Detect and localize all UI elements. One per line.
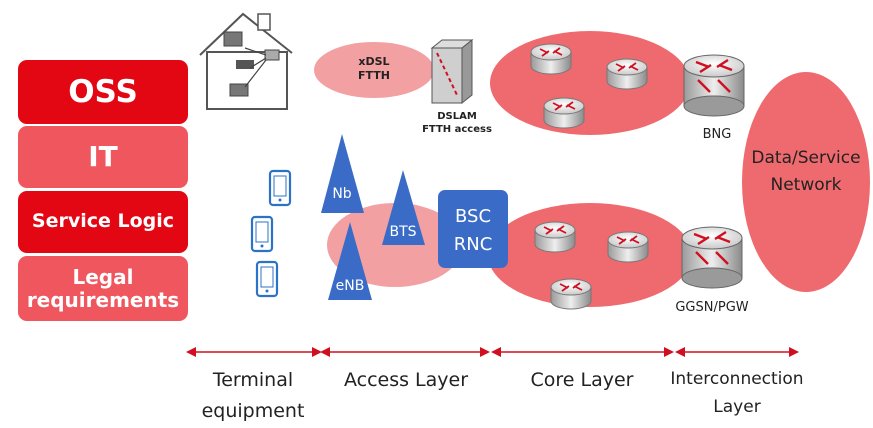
bng-router-icon — [682, 53, 746, 118]
ftth-label: FTTH — [358, 69, 390, 82]
core-router-icon — [607, 231, 649, 263]
bts-triangle — [382, 170, 425, 245]
ftth-access-label: FTTH access — [422, 124, 492, 135]
mobile-phone-icon — [250, 215, 274, 253]
bng-label: BNG — [703, 127, 732, 142]
arrow-head — [664, 347, 674, 357]
core-layer-label: Core Layer — [531, 369, 634, 391]
core-router-icon — [606, 58, 648, 90]
core-router-icon — [550, 278, 592, 310]
xdsl-ftth-link — [314, 42, 434, 98]
arrow-head — [491, 347, 501, 357]
layer-arrows — [186, 347, 799, 357]
legal-label-line1: Legal — [72, 265, 134, 290]
terminal-label-line1: Terminal — [212, 369, 293, 391]
arrow-head — [320, 347, 330, 357]
terminal-label-line2: equipment — [202, 400, 305, 422]
ggsn-pgw-label: GGSN/PGW — [675, 300, 748, 315]
enb-triangle — [328, 222, 372, 300]
dslam-label: DSLAM — [437, 111, 477, 122]
arrow-head — [675, 347, 685, 357]
network-label-line2: Network — [771, 175, 842, 195]
arrow-head — [186, 347, 196, 357]
ggsn-pgw-router-icon — [680, 225, 744, 290]
oss-box: OSS — [18, 60, 188, 124]
network-label-line1: Data/Service — [751, 148, 860, 168]
arrow-head — [312, 347, 322, 357]
bsc-rnc-box — [438, 190, 508, 268]
dslam-icon — [430, 38, 474, 105]
mobile-phone-icon — [268, 169, 292, 207]
core-router-icon — [534, 221, 576, 253]
data-service-network — [742, 72, 870, 292]
legal-requirements-box: Legal requirements — [18, 256, 188, 321]
rnc-label: RNC — [454, 234, 493, 255]
service-logic-label: Service Logic — [31, 210, 175, 233]
nb-triangle — [321, 134, 364, 213]
xdsl-label: xDSL — [358, 55, 389, 68]
core-router-icon — [543, 97, 585, 129]
it-label: IT — [88, 140, 118, 174]
core-router-icon — [530, 43, 572, 75]
oss-label: OSS — [68, 73, 138, 110]
legal-label-line2: requirements — [26, 287, 180, 312]
house-icon — [199, 12, 293, 110]
interconnection-label-line2: Layer — [713, 397, 760, 417]
bts-label: BTS — [389, 224, 416, 240]
bsc-label: BSC — [455, 206, 491, 227]
enb-label: eNB — [336, 278, 365, 294]
mobile-phone-icon — [255, 260, 279, 298]
arrow-head — [480, 347, 490, 357]
access-layer-label: Access Layer — [344, 369, 468, 391]
arrow-head — [789, 347, 799, 357]
it-box: IT — [18, 126, 188, 188]
core-fixed-ellipse — [490, 31, 690, 135]
service-logic-box: Service Logic — [18, 191, 188, 253]
nb-label: Nb — [332, 186, 351, 202]
interconnection-label-line1: Interconnection — [670, 369, 803, 389]
